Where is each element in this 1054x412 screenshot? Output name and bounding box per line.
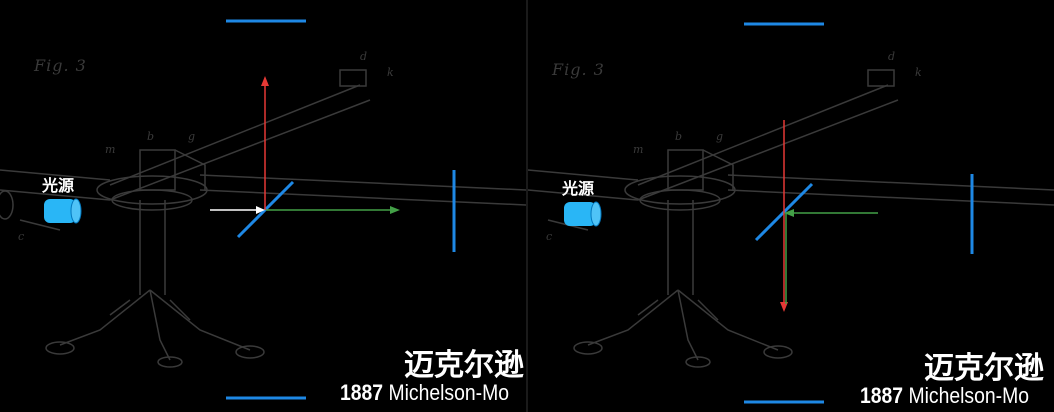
svg-text:g: g (188, 130, 195, 143)
red-beam-arrowhead (780, 302, 788, 312)
green-beam-arrowhead (784, 209, 794, 217)
green-beam-arrowhead (390, 206, 400, 214)
apparatus-sketch: m b g d k c (528, 22, 1054, 404)
title-chinese: 迈克尔逊 (924, 351, 1044, 386)
year: 1887 (340, 380, 384, 405)
subtitle-text: Michelson-Mo (908, 383, 1029, 408)
figure-label: Fig. 3 (34, 56, 87, 75)
svg-text:c: c (18, 230, 24, 243)
svg-text:d: d (360, 50, 367, 63)
subtitle-text: Michelson-Mo (388, 380, 509, 405)
year: 1887 (860, 383, 904, 408)
subtitle: 1887 Michelson-Mo (340, 380, 509, 406)
light-source-icon (44, 198, 82, 224)
subtitle: 1887 Michelson-Mo (860, 383, 1029, 409)
diagram-panel-right: m b g d k c Fig. 3 光源 迈克尔逊 1887 Michelson-Mo (528, 0, 1054, 412)
light-source-label: 光源 (562, 179, 595, 198)
light-source-label: 光源 (42, 176, 75, 195)
svg-text:d: d (888, 50, 895, 63)
svg-text:m: m (633, 143, 643, 156)
svg-text:k: k (915, 66, 922, 79)
svg-text:b: b (675, 130, 682, 143)
svg-text:k: k (387, 66, 394, 79)
svg-text:b: b (147, 130, 154, 143)
red-beam-arrowhead (261, 76, 269, 86)
svg-text:m: m (105, 143, 115, 156)
title-chinese: 迈克尔逊 (404, 348, 524, 383)
svg-text:c: c (546, 230, 552, 243)
light-source-icon (564, 201, 602, 227)
svg-text:g: g (716, 130, 723, 143)
diagram-panel-left: m b g d k c Fig. 3 光源 迈克尔逊 1887 Michelson-Mo (0, 0, 526, 412)
white-beam-arrowhead (256, 206, 265, 214)
figure-label: Fig. 3 (552, 60, 605, 79)
apparatus-sketch: m b g d k c (0, 19, 526, 400)
panel-divider (526, 0, 528, 412)
